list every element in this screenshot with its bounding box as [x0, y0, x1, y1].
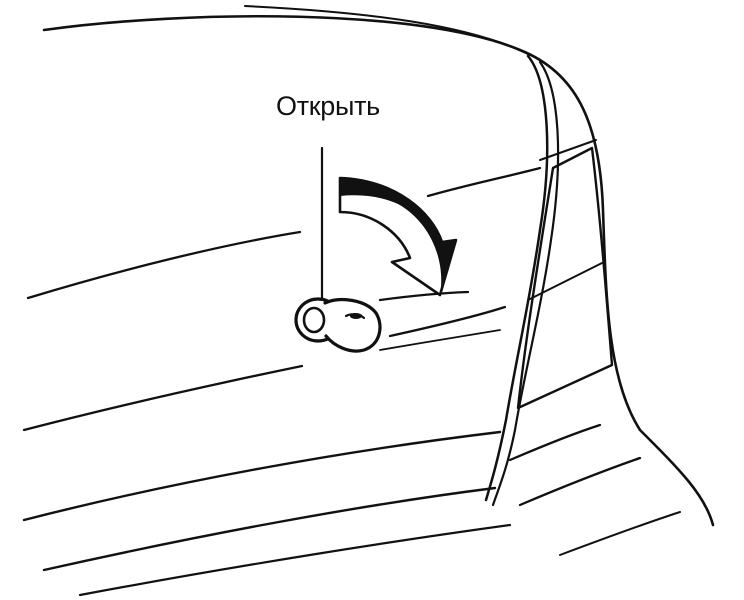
door-rear-edge: [484, 54, 549, 502]
body-line-middle-right: [379, 329, 501, 351]
tail-light-divider: [527, 262, 603, 301]
rocker-line-1: [22, 430, 502, 522]
roof-line-inner: [244, 5, 531, 56]
roof-line: [42, 14, 715, 527]
body-line-upper: [26, 230, 302, 300]
door-rear-edge-inner: [491, 60, 560, 507]
rocker-line-2: [42, 486, 497, 572]
fuel-door-lower-line: [388, 305, 507, 338]
tail-light-top: [539, 139, 597, 161]
bumper-line-3: [559, 511, 681, 556]
open-direction-arrow-shade: [340, 178, 456, 295]
body-line-middle: [22, 364, 304, 432]
fuel-door-knob: [294, 297, 382, 353]
fuel-door-top-line: [378, 290, 470, 302]
rocker-line-3: [78, 523, 512, 597]
tail-light: [516, 146, 614, 410]
bumper-line-2: [518, 456, 642, 507]
bumper-line-1: [508, 423, 602, 462]
open-label: Открыть: [276, 91, 380, 121]
body-line-upper-right: [426, 166, 542, 198]
